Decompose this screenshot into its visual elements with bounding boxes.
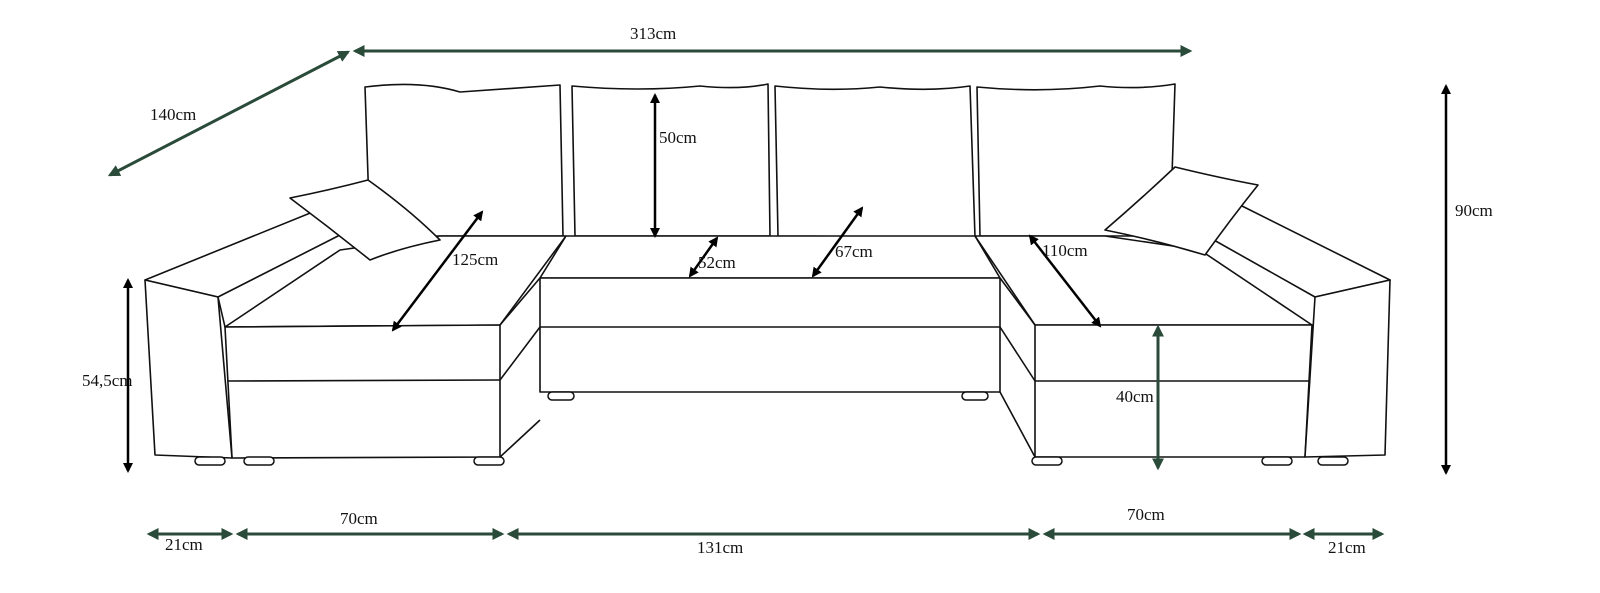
- right-throw-pillow: [1104, 166, 1259, 256]
- left-chaise-front: [224, 324, 501, 459]
- dimension-labels: 313cm 140cm 50cm 125cm 52cm 67cm 110cm 9…: [82, 24, 1493, 557]
- middle-front: [539, 277, 1001, 393]
- dimension-lines: [107, 45, 1451, 540]
- label-arm-height: 54,5cm: [82, 371, 133, 390]
- label-cushion-height: 50cm: [659, 128, 697, 147]
- label-seat-height: 40cm: [1116, 387, 1154, 406]
- back-cushion-2: [571, 83, 771, 237]
- label-total-width: 313cm: [630, 24, 676, 43]
- back-cushion-4: [976, 83, 1176, 237]
- sofa-outline: [144, 83, 1391, 466]
- label-right-arm-width: 21cm: [1328, 538, 1366, 557]
- label-middle-width: 131cm: [697, 538, 743, 557]
- label-left-arm-width: 21cm: [165, 535, 203, 554]
- back-cushion-1: [364, 83, 564, 237]
- right-chaise-front: [1034, 324, 1313, 458]
- label-left-chaise-length: 125cm: [452, 250, 498, 269]
- back-cushion-3: [774, 85, 976, 238]
- label-seat-depth: 52cm: [698, 253, 736, 272]
- label-right-chaise-length: 110cm: [1042, 241, 1088, 260]
- label-total-height: 90cm: [1455, 201, 1493, 220]
- left-arm-front: [144, 279, 233, 459]
- label-chaise-depth: 140cm: [150, 105, 196, 124]
- feet: [194, 391, 1349, 466]
- middle-seat: [539, 235, 1001, 279]
- label-left-seat-width: 70cm: [340, 509, 378, 528]
- label-middle-depth: 67cm: [835, 242, 873, 261]
- label-right-seat-width: 70cm: [1127, 505, 1165, 524]
- right-arm-front: [1304, 279, 1391, 458]
